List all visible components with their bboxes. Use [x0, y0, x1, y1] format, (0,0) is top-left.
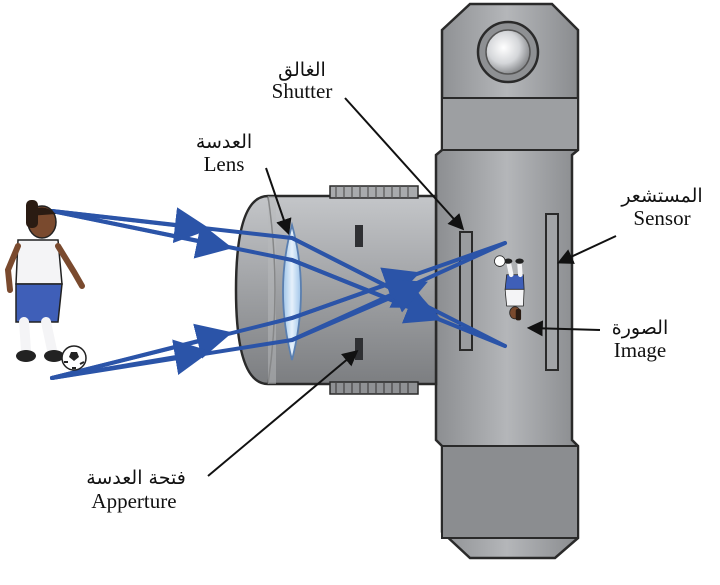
aperture-blade-top: [355, 225, 363, 247]
sensor-label-en: Sensor: [633, 206, 690, 230]
lens-barrel: [234, 185, 438, 395]
aperture-label-ar: فتحة العدسة: [86, 467, 186, 489]
lens-pointer: [265, 167, 292, 236]
image-label-ar: الصورة: [612, 317, 669, 339]
aperture-label-en: Apperture: [91, 489, 176, 513]
image-pointer: [526, 320, 601, 337]
sensor-plate: [545, 213, 559, 371]
shutter-label-ar: الغالق: [278, 59, 326, 81]
aperture-pointer: [207, 349, 359, 477]
light-rays: [50, 207, 507, 380]
inverted-image-figure: [494, 255, 525, 321]
shutter-pointer: [344, 97, 465, 231]
soccer-player-figure: [4, 200, 87, 371]
image-label-en: Image: [614, 338, 666, 362]
shutter-label-en: Shutter: [272, 79, 333, 103]
aperture-blade-bottom: [355, 338, 363, 360]
sensor-pointer: [557, 235, 617, 264]
pointer-lines: [207, 97, 617, 477]
lens-label-ar: العدسة: [196, 131, 252, 153]
sensor-label-ar: المستشعر: [620, 185, 702, 207]
lens-label-en: Lens: [204, 152, 245, 176]
